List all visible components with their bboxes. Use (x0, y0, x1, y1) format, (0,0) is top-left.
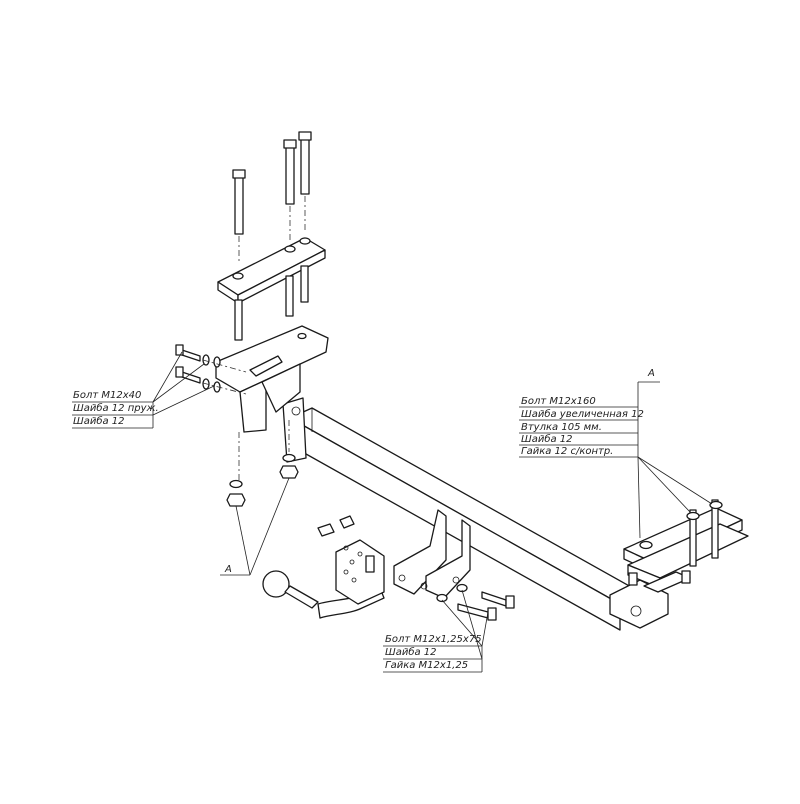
callout-right-row-1: Болт М12х160 (521, 396, 596, 407)
callout-left-row-2: Шайба 12 пруж. (73, 402, 159, 414)
hitch-mount-plates (393, 509, 471, 599)
left-mount-bracket (215, 325, 329, 433)
main-crossbar-tube (282, 397, 641, 631)
upper-mounting-plate (217, 237, 326, 341)
marker-a-bottom-left: А (224, 564, 232, 575)
hitch-ball-assembly (262, 515, 385, 619)
marker-a-top-right: А (647, 368, 655, 379)
callout-bottom-row-1: Болт М12х1,25х75 (385, 634, 482, 645)
lower-hitch-bolts (436, 583, 515, 621)
callout-bottom-table: Болт М12х1,25х75 Шайба 12 Гайка М12х1,25 (383, 589, 489, 673)
right-end-bracket (609, 499, 749, 629)
callout-left-row-3: Шайба 12 (73, 415, 125, 427)
upper-bolts (232, 131, 312, 262)
lower-nuts (226, 420, 299, 507)
callout-bottom-row-2: Шайба 12 (385, 646, 437, 658)
callout-bottom-row-3: Гайка М12х1,25 (385, 660, 468, 671)
callout-left-table: Болт М12х40 Шайба 12 пруж. Шайба 12 (72, 351, 215, 429)
callout-right-table: Болт М12х160 Шайба увеличенная 12 Втулка… (519, 368, 713, 539)
callout-left-row-1: Болт М12х40 (73, 390, 141, 401)
callout-right-row-4: Шайба 12 (521, 433, 573, 445)
marker-a-bottom-left-group: А (220, 477, 290, 576)
callout-right-row-5: Гайка 12 с/контр. (521, 446, 613, 457)
callout-right-row-3: Втулка 105 мм. (521, 422, 602, 433)
callout-right-row-2: Шайба увеличенная 12 (521, 408, 644, 420)
left-side-fasteners (175, 344, 247, 395)
